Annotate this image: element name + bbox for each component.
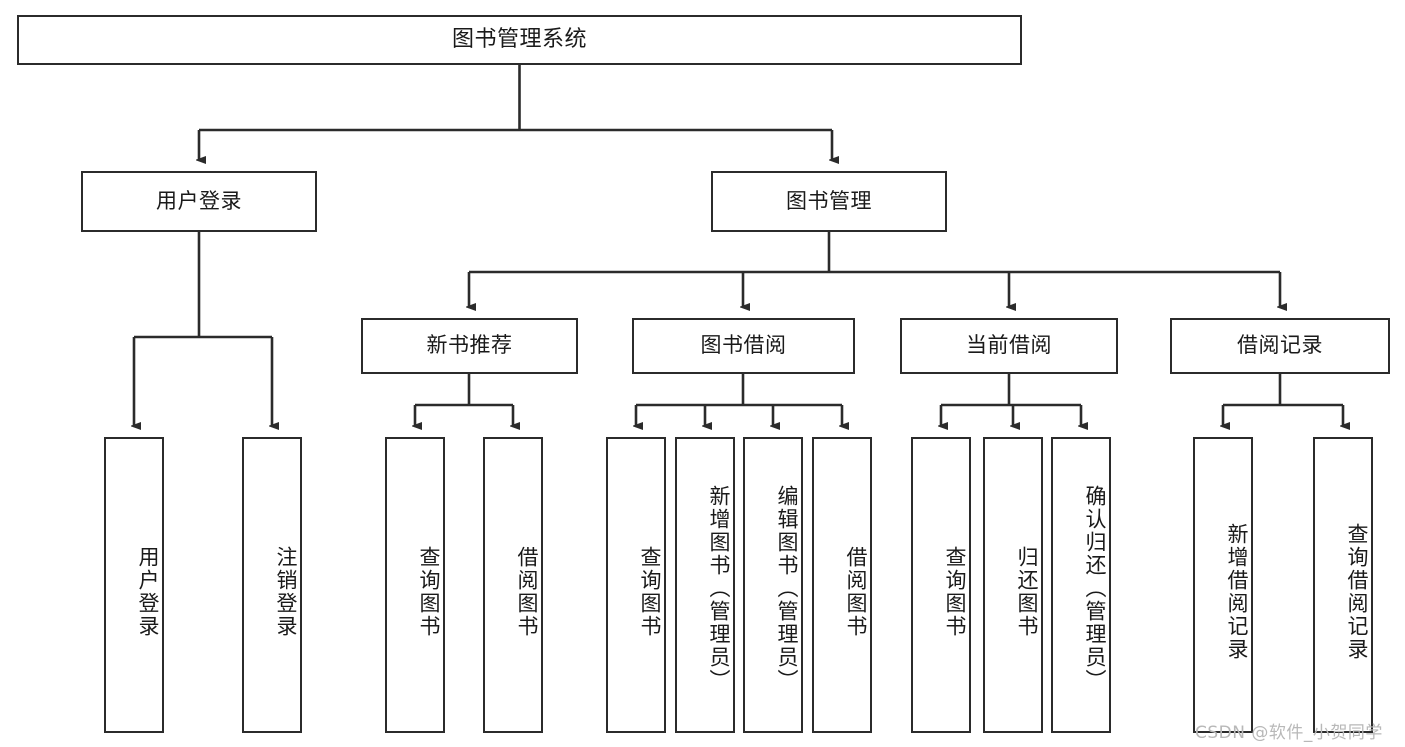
node-current-borrow[interactable]: 当前借阅: [900, 318, 1118, 374]
node-new-book-recommend[interactable]: 新书推荐: [361, 318, 578, 374]
leaf-logout-login[interactable]: 注销登录: [242, 437, 302, 733]
leaf-borrow-book-recommend[interactable]: 借阅图书: [483, 437, 543, 733]
leaf-query-book-borrow[interactable]: 查询图书: [606, 437, 666, 733]
node-root[interactable]: 图书管理系统: [17, 15, 1022, 65]
node-user-login[interactable]: 用户登录: [81, 171, 317, 232]
csdn-watermark: CSDN @软件_小贺同学: [1195, 723, 1383, 743]
leaf-query-book-recommend[interactable]: 查询图书: [385, 437, 445, 733]
leaf-edit-book-admin[interactable]: 编辑图书（管理员）: [743, 437, 803, 733]
node-borrow-record[interactable]: 借阅记录: [1170, 318, 1390, 374]
leaf-add-borrow-record[interactable]: 新增借阅记录: [1193, 437, 1253, 733]
leaf-query-book-current[interactable]: 查询图书: [911, 437, 971, 733]
node-book-borrow[interactable]: 图书借阅: [632, 318, 855, 374]
leaf-confirm-return-admin[interactable]: 确认归还（管理员）: [1051, 437, 1111, 733]
leaf-query-borrow-record[interactable]: 查询借阅记录: [1313, 437, 1373, 733]
leaf-borrow-book[interactable]: 借阅图书: [812, 437, 872, 733]
leaf-return-book[interactable]: 归还图书: [983, 437, 1043, 733]
node-book-manage[interactable]: 图书管理: [711, 171, 947, 232]
leaf-user-login[interactable]: 用户登录: [104, 437, 164, 733]
leaf-add-book-admin[interactable]: 新增图书（管理员）: [675, 437, 735, 733]
